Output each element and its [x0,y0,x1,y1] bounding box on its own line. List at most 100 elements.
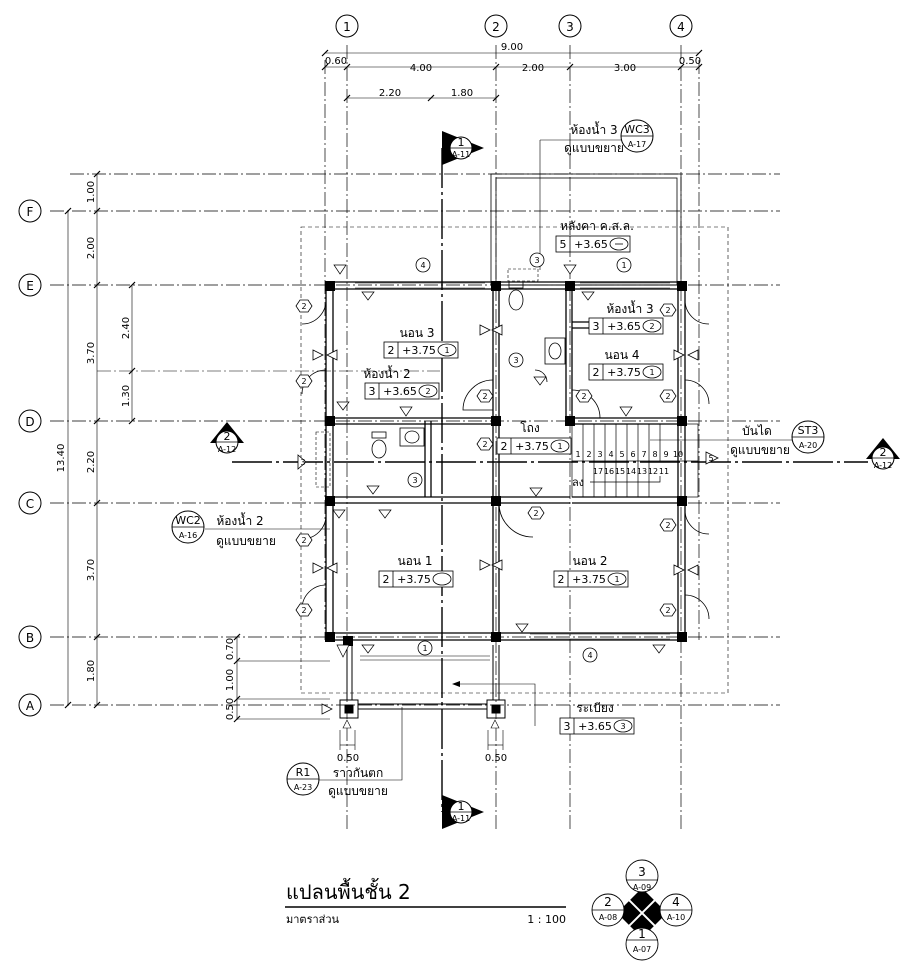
svg-text:+3.75: +3.75 [515,440,549,453]
svg-text:16: 16 [604,467,614,476]
grid-bubble-D: D [18,409,42,433]
window-tag-1-bottom: 1 [417,640,433,656]
svg-text:นอน 1: นอน 1 [397,554,432,568]
svg-text:A-17: A-17 [628,140,646,149]
svg-text:หลังคา ค.ส.ล.: หลังคา ค.ส.ล. [560,219,634,233]
dim-top-1: 0.60 [325,56,347,67]
grid-bubble-B: B [18,625,42,649]
svg-text:A-12: A-12 [874,461,892,470]
window-markers [312,324,699,576]
svg-text:3: 3 [593,320,600,333]
svg-text:11: 11 [659,467,669,476]
svg-text:2: 2 [665,392,670,401]
svg-text:3: 3 [412,476,417,485]
svg-text:ห้องน้ำ 2: ห้องน้ำ 2 [363,365,410,381]
svg-text:A: A [26,699,35,713]
grid-bubble-E: E [18,273,42,297]
svg-text:2: 2 [301,536,306,545]
room-bed1: นอน 1 2 +3.75 [378,554,454,588]
svg-text:F: F [27,205,34,219]
svg-text:ราวกันตก: ราวกันตก [333,766,383,780]
window-tag-4-top: 4 [415,257,431,273]
dim-left-5: 3.70 [86,559,97,581]
svg-text:2: 2 [425,387,430,396]
finish-markers [321,264,666,715]
window-tags: 4 1 1 4 [415,257,632,663]
svg-text:5: 5 [560,238,567,251]
svg-text:A-07: A-07 [633,945,651,954]
svg-text:4: 4 [608,450,613,459]
dimensions-bottom [339,719,504,750]
svg-text:2: 2 [665,521,670,530]
svg-text:4: 4 [677,20,685,34]
svg-text:WC3: WC3 [624,123,650,136]
ref-st3: บันได ดูแบบขยาย ST3 A-20 [650,420,825,458]
svg-text:B: B [26,631,34,645]
grid-bubble-C: C [18,491,42,515]
svg-text:10: 10 [673,450,683,459]
dimensions-top [321,49,703,102]
svg-text:15: 15 [615,467,625,476]
dim-left3-1: 0.70 [225,638,236,660]
doors [301,299,710,620]
stair-numbers: 1 2 3 4 5 6 7 8 9 10 17 16 15 14 13 12 1… [572,450,683,489]
svg-text:14: 14 [626,467,636,476]
dim-top-2: 4.00 [410,63,432,74]
dim-top-3: 2.00 [522,63,544,74]
svg-text:+3.65: +3.65 [383,385,417,398]
grid-bubble-2: 2 [484,14,508,38]
svg-text:4: 4 [672,895,680,909]
section-marker-2-right: 2 A-12 [866,438,900,470]
svg-text:2: 2 [301,302,306,311]
window-tag-4-bottom: 4 [582,647,598,663]
dim-left-6: 1.80 [86,660,97,682]
room-bath2: ห้องน้ำ 2 3 +3.65 2 [363,365,440,400]
dim-left2-1: 2.40 [121,317,132,339]
svg-text:9: 9 [663,450,668,459]
room-bed4: นอน 4 2 +3.75 1 [588,348,664,381]
roof-overhang [300,226,729,694]
svg-text:2: 2 [586,450,591,459]
svg-text:1: 1 [444,346,449,355]
dim-left3-2: 1.00 [225,669,236,691]
dimensions-left [64,170,440,723]
svg-text:2: 2 [388,344,395,357]
shower-area [315,431,331,488]
room-bed2: นอน 2 2 +3.75 1 [553,554,629,588]
svg-text:3: 3 [564,720,571,733]
room-hall: โถง 2 +3.75 1 [496,421,572,455]
windows [355,282,670,661]
svg-text:R1: R1 [296,766,311,779]
toilet-icon-bath2 [371,431,387,459]
svg-text:E: E [26,279,34,293]
sink-icon [544,337,566,365]
svg-text:ห้องน้ำ 3: ห้องน้ำ 3 [570,121,617,137]
grid-bubble-1: 1 [335,14,359,38]
svg-text:2: 2 [301,377,306,386]
svg-text:2: 2 [533,509,538,518]
svg-text:ดูแบบขยาย: ดูแบบขยาย [216,534,276,549]
svg-text:2: 2 [501,440,508,453]
svg-text:1: 1 [621,261,626,270]
elevation-key: 3 A-09 2 A-08 4 A-10 1 A-07 [591,859,693,961]
section-cut-lines [232,148,868,812]
svg-text:2: 2 [383,573,390,586]
sink-icon-bath2 [399,427,425,447]
svg-text:13: 13 [637,467,647,476]
svg-text:ห้องน้ำ 3: ห้องน้ำ 3 [606,300,653,316]
svg-text:A-12: A-12 [218,445,236,454]
svg-text:+3.65: +3.65 [574,238,608,251]
scale-label: มาตราส่วน [286,913,340,926]
svg-text:2: 2 [224,430,231,443]
grid-lines [50,45,780,830]
svg-text:นอน 3: นอน 3 [399,326,434,340]
svg-text:A-09: A-09 [633,883,651,892]
dim-left-2: 2.00 [86,237,97,259]
svg-text:ST3: ST3 [798,424,819,437]
dim-left-4: 2.20 [86,451,97,473]
svg-text:A-23: A-23 [294,783,312,792]
svg-text:3: 3 [369,385,376,398]
svg-text:4: 4 [420,261,425,270]
svg-text:1: 1 [614,575,619,584]
room-balcony: ระเบียง 3 +3.65 3 [452,681,635,735]
